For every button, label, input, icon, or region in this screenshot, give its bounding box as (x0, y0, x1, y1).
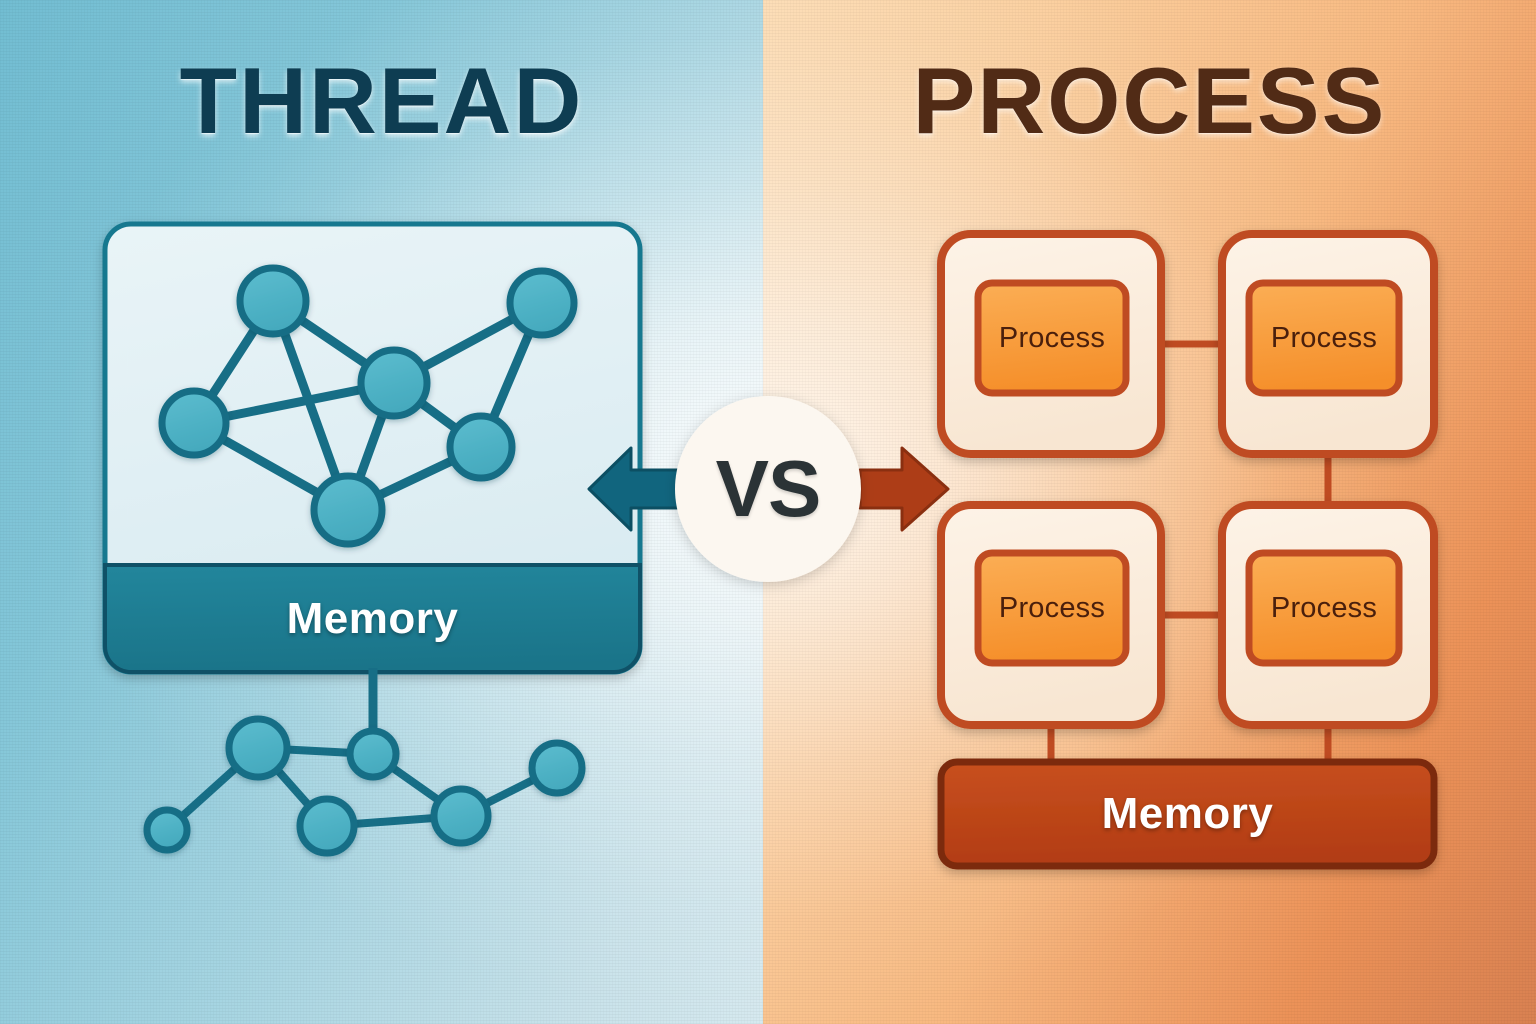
thread-node (430, 785, 492, 847)
thread-node (225, 715, 291, 781)
thread-title: THREAD (179, 48, 584, 153)
thread-memory-bar (103, 563, 642, 674)
thread-node (528, 739, 586, 797)
left-arrow-icon (587, 446, 688, 532)
thread-bottom-graph-nodes (143, 715, 586, 857)
process-inner-box (1245, 549, 1403, 667)
process-inner-box (1245, 279, 1403, 397)
thread-node (506, 267, 578, 339)
thread-node (310, 472, 386, 548)
process-inner-box (974, 549, 1130, 667)
process-memory-bar (937, 758, 1438, 870)
vs-circle (675, 396, 861, 582)
right-arrow-icon (858, 446, 950, 532)
thread-node (446, 412, 516, 482)
process-box-group-3 (937, 501, 1165, 729)
process-inner-box (974, 279, 1130, 397)
thread-node (296, 795, 358, 857)
thread-node (236, 264, 310, 338)
thread-node (357, 346, 431, 420)
process-box-group-2 (1218, 230, 1438, 458)
process-title: PROCESS (912, 48, 1387, 153)
thread-node (346, 727, 400, 781)
vs-label: VS (715, 444, 822, 533)
process-box-group-4 (1218, 501, 1438, 729)
thread-node (143, 806, 191, 854)
process-box-group-1 (937, 230, 1165, 458)
thread-node (158, 387, 230, 459)
thread-top-graph-nodes (158, 264, 578, 548)
